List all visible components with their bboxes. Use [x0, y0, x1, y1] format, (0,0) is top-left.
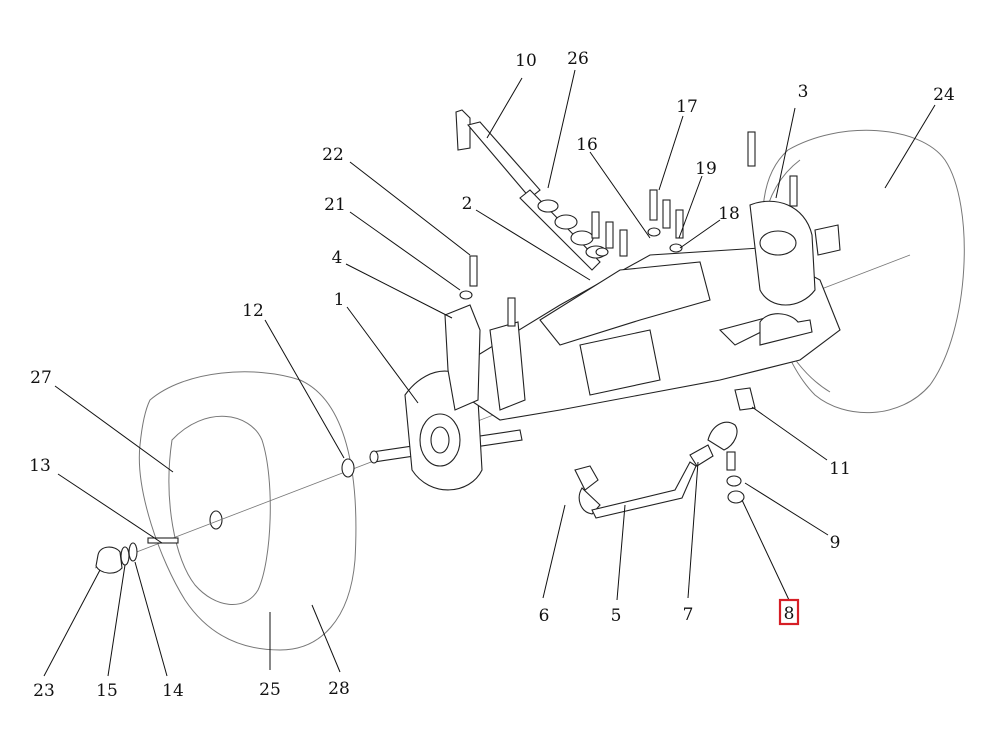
callout-19[interactable]: 19 [695, 159, 717, 179]
callout-12[interactable]: 12 [242, 301, 264, 321]
callout-5[interactable]: 5 [611, 606, 622, 626]
callout-13[interactable]: 13 [29, 456, 51, 476]
callout-24[interactable]: 24 [933, 85, 955, 105]
highlight-box [778, 598, 800, 626]
callout-9[interactable]: 9 [830, 533, 841, 553]
callout-4[interactable]: 4 [332, 248, 343, 268]
leader-lines [43, 69, 936, 677]
callout-25[interactable]: 25 [259, 680, 281, 700]
callout-8[interactable]: 8 [784, 604, 795, 624]
callout-27[interactable]: 27 [30, 368, 52, 388]
callout-labels: 1 2 3 4 5 6 7 8 9 10 11 12 13 14 15 16 1… [29, 49, 955, 701]
callout-17[interactable]: 17 [676, 97, 698, 117]
callout-2[interactable]: 2 [462, 194, 473, 214]
callout-1[interactable]: 1 [334, 290, 345, 310]
callout-10[interactable]: 10 [515, 51, 537, 71]
diagram-drawing [94, 109, 965, 651]
callout-18[interactable]: 18 [718, 204, 740, 224]
callout-26[interactable]: 26 [567, 49, 589, 69]
callout-22[interactable]: 22 [322, 145, 344, 165]
callout-16[interactable]: 16 [576, 135, 598, 155]
callout-23[interactable]: 23 [33, 681, 55, 701]
callout-11[interactable]: 11 [829, 459, 851, 479]
callout-21[interactable]: 21 [324, 195, 346, 215]
callout-28[interactable]: 28 [328, 679, 350, 699]
callout-7[interactable]: 7 [683, 605, 694, 625]
callout-6[interactable]: 6 [539, 606, 550, 626]
callout-3[interactable]: 3 [798, 82, 809, 102]
callout-15[interactable]: 15 [96, 681, 118, 701]
callout-14[interactable]: 14 [162, 681, 184, 701]
